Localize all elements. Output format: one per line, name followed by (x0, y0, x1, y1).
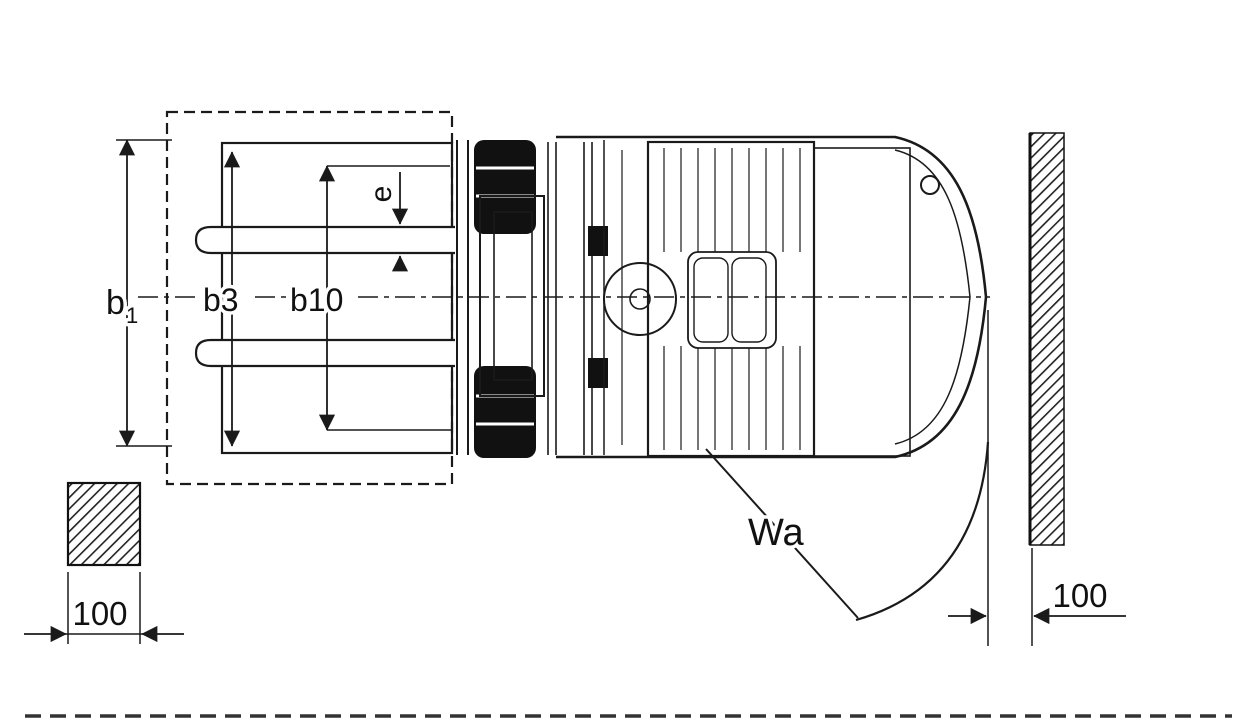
label-clearance-right: 100 (1052, 577, 1107, 614)
filler-cap (920, 175, 940, 195)
label-wa: Wa (748, 512, 804, 554)
load-envelope-outline (165, 110, 454, 486)
tilt-cylinder-bottom (588, 358, 608, 388)
steering-wheel (603, 262, 677, 336)
front-tire-top (474, 140, 536, 234)
seat (687, 251, 777, 349)
label-b1-subscript: 1 (126, 303, 138, 328)
fork-bottom (194, 338, 455, 368)
dimension-b10: b10 (287, 165, 452, 431)
mast (479, 142, 608, 455)
label-b1: b (106, 284, 125, 322)
chassis-outline (556, 135, 988, 459)
forklift-truck (456, 135, 988, 459)
dimension-100-right: 100 (948, 548, 1126, 646)
dimension-b1: b 1 (103, 139, 172, 447)
label-b10: b10 (290, 282, 343, 318)
dimension-b3: b3 (200, 151, 242, 447)
dimension-e: e (362, 172, 409, 272)
load-block (66, 481, 142, 567)
tilt-cylinder-top (588, 226, 608, 256)
label-clearance-left: 100 (72, 595, 127, 632)
label-e: e (365, 186, 398, 203)
dimension-100-left: 100 (24, 572, 184, 644)
fork-top (194, 225, 455, 255)
aisle-wall (1028, 132, 1065, 546)
dimension-wa: Wa (705, 310, 990, 646)
label-b3: b3 (203, 282, 239, 318)
counterweight-panel (813, 147, 911, 457)
